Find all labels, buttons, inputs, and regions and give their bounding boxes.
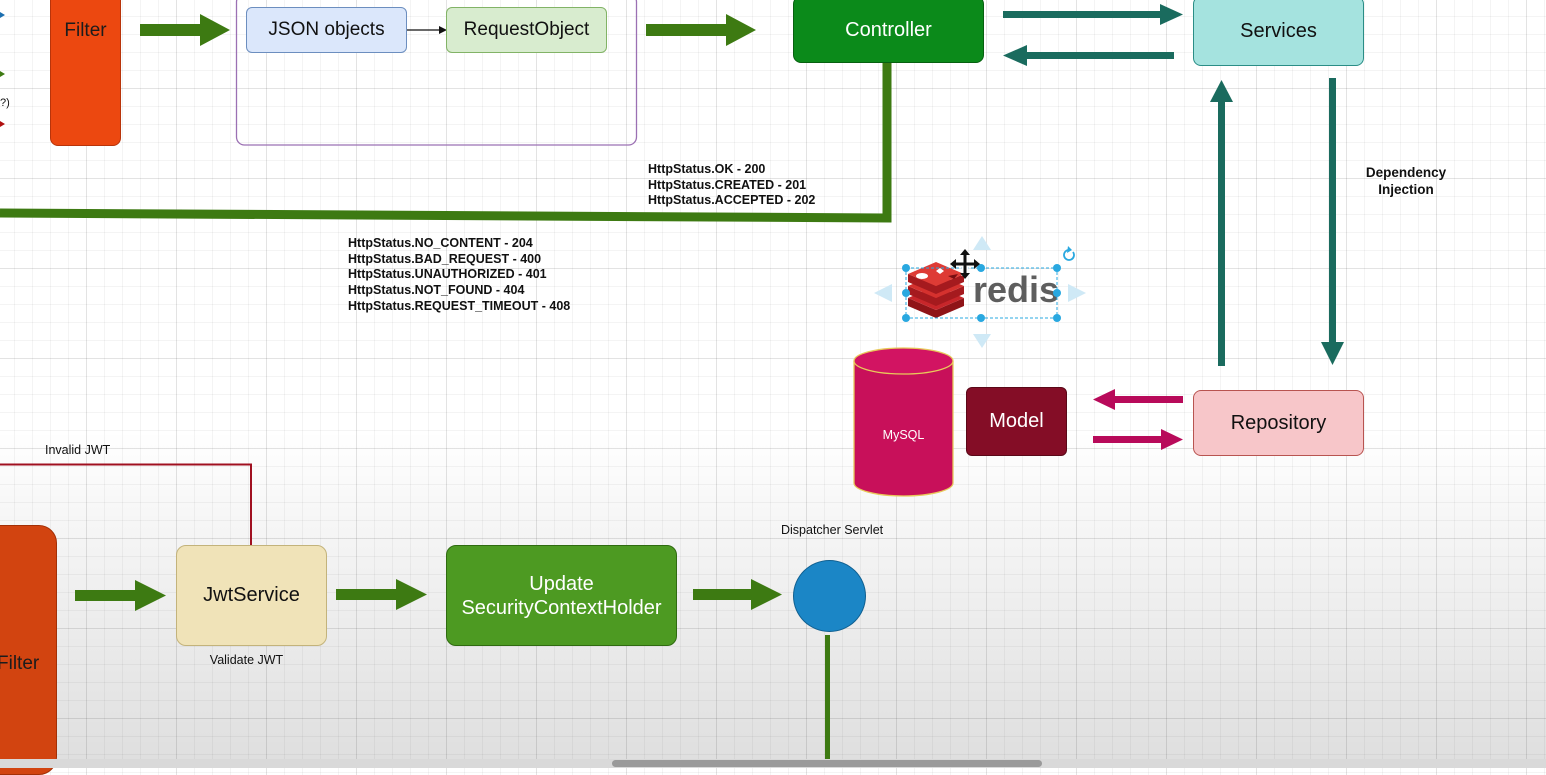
model-node[interactable]: Model bbox=[966, 387, 1067, 456]
status-line: HttpStatus.REQUEST_TIMEOUT - 408 bbox=[348, 298, 571, 313]
move-cursor-icon bbox=[950, 249, 980, 279]
arrow-update-to-dispatcher bbox=[693, 579, 782, 610]
invalid-jwt-path bbox=[0, 463, 252, 546]
arrow-controller-to-services bbox=[1003, 4, 1183, 25]
status-line: HttpStatus.NO_CONTENT - 204 bbox=[348, 236, 533, 250]
dispatcher-servlet-label: Dispatcher Servlet bbox=[781, 523, 884, 537]
move-hint-arrows bbox=[874, 236, 1086, 348]
repository-node[interactable]: Repository bbox=[1193, 390, 1364, 456]
services-label: Services bbox=[1240, 19, 1317, 42]
arrow-repository-to-services bbox=[1210, 80, 1233, 366]
update-line-1: Update bbox=[529, 572, 594, 595]
status-line: HttpStatus.OK - 200 bbox=[648, 162, 766, 176]
controller-label: Controller bbox=[845, 19, 932, 41]
bottom-filter-label: Filter bbox=[0, 653, 40, 674]
request-object-label: RequestObject bbox=[463, 19, 590, 40]
arrow-filter-to-request-group bbox=[140, 14, 230, 46]
invalid-jwt-label: Invalid JWT bbox=[45, 443, 111, 457]
legend-arrow-green bbox=[0, 71, 5, 77]
scrollbar-thumb[interactable] bbox=[612, 760, 1042, 767]
status-line: HttpStatus.UNAUTHORIZED - 401 bbox=[348, 267, 547, 282]
mysql-cylinder[interactable]: MySQL bbox=[853, 347, 954, 497]
rotate-handle-icon bbox=[1063, 246, 1075, 261]
arrow-services-to-repository bbox=[1321, 78, 1344, 365]
update-security-context-node[interactable]: Update SecurityContextHolder bbox=[446, 545, 677, 646]
status-line: HttpStatus.ACCEPTED - 202 bbox=[648, 193, 816, 208]
response-path-line bbox=[0, 62, 892, 223]
arrow-repository-to-model bbox=[1093, 389, 1183, 410]
selection-handles bbox=[902, 264, 1061, 322]
redis-logo-graphic: redis bbox=[874, 236, 1086, 348]
top-filter-node[interactable]: Filter bbox=[50, 0, 121, 146]
arrow-request-group-to-controller bbox=[646, 14, 756, 46]
success-statuses: HttpStatus.OK - 200 HttpStatus.CREATED -… bbox=[648, 162, 815, 209]
redis-logo-selection[interactable]: redis bbox=[870, 232, 1090, 350]
redis-cube-icon bbox=[908, 262, 964, 318]
jwt-service-node[interactable]: JwtService bbox=[176, 545, 327, 646]
redis-wordmark: redis bbox=[973, 269, 1059, 310]
dispatcher-downstream-line bbox=[825, 635, 830, 759]
jwt-service-label: JwtService bbox=[203, 584, 300, 606]
horizontal-scrollbar[interactable] bbox=[0, 759, 1546, 768]
arrow-jwtservice-to-update bbox=[336, 579, 427, 610]
controller-node[interactable]: Controller bbox=[793, 0, 984, 63]
mysql-label: MySQL bbox=[882, 428, 925, 442]
arrow-model-to-repository bbox=[1093, 429, 1183, 450]
update-line-2: SecurityContextHolder bbox=[461, 596, 662, 619]
legend-arrow-red bbox=[0, 121, 5, 127]
validate-jwt-caption: Validate JWT bbox=[209, 653, 284, 667]
request-object-node[interactable]: RequestObject bbox=[446, 7, 607, 53]
status-line: HttpStatus.CREATED - 201 bbox=[648, 177, 807, 192]
arrow-services-to-controller bbox=[1003, 45, 1174, 66]
model-label: Model bbox=[989, 410, 1044, 432]
legend-fragment-text: ?) bbox=[0, 97, 10, 109]
legend-arrow-blue bbox=[0, 12, 5, 18]
json-objects-label: JSON objects bbox=[268, 19, 385, 40]
status-line: HttpStatus.BAD_REQUEST - 400 bbox=[348, 251, 542, 266]
repository-label: Repository bbox=[1230, 411, 1327, 434]
arrow-filter-to-jwtservice bbox=[75, 580, 166, 611]
dispatcher-servlet-node[interactable] bbox=[793, 560, 866, 632]
arrow-json-to-request-object bbox=[407, 26, 447, 34]
bottom-filter-node[interactable]: Filter bbox=[0, 525, 57, 775]
top-filter-label: Filter bbox=[64, 20, 107, 41]
request-group-container bbox=[235, 0, 638, 146]
json-objects-node[interactable]: JSON objects bbox=[246, 7, 407, 53]
error-statuses: HttpStatus.NO_CONTENT - 204 HttpStatus.B… bbox=[348, 236, 570, 315]
status-line: HttpStatus.NOT_FOUND - 404 bbox=[348, 283, 525, 298]
mysql-cylinder-shape bbox=[853, 347, 954, 497]
services-node[interactable]: Services bbox=[1193, 0, 1364, 66]
dependency-injection-label: Dependency Injection bbox=[1365, 165, 1447, 197]
